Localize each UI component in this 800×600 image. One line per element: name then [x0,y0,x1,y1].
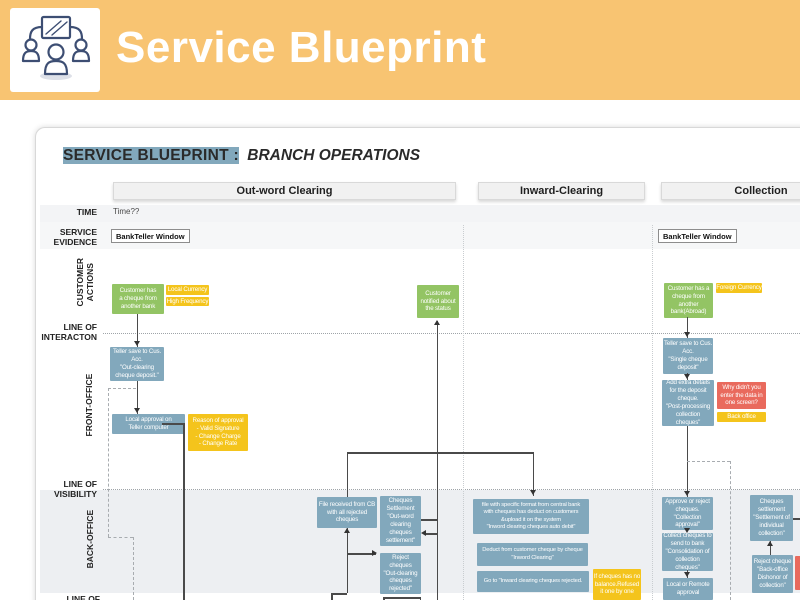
connector [383,597,420,599]
lane-label-service-evidence: SERVICE EVIDENCE [53,227,97,248]
arrowhead [684,572,690,577]
node-cheques-settlement-individual: Cheques settlement "Settlement of indivi… [750,495,793,541]
lane-label-line-of-internal: LINE OF [66,594,100,600]
lane-label-line-of-visibility: LINE OF VISIBILITY [54,479,97,500]
column-inward-clearing: Inward-Clearing [478,182,645,200]
lane-label-front-office: FRONT-OFFICE [83,373,94,437]
arrowhead [684,374,690,379]
column-divider-1 [463,225,464,600]
connector [136,314,138,347]
node-go-to-rejected: Go to "Inward clearing cheques rejected. [477,571,589,592]
connector [425,533,438,535]
node-teller-save-single-cheque: Teller save to Cus. Acc. "Single cheque … [663,338,713,374]
dashed-connector [108,388,136,389]
node-deduct-from-customer: Deduct from customer cheque by cheque "I… [477,543,588,566]
node-customer-cheque-other-bank: Customer has a cheque from another bank [112,284,164,314]
node-high-frequency-tag: High Frequency [166,297,209,306]
connector [346,452,348,497]
evidence-tag-bankteller-1: BankTeller Window [111,229,190,243]
node-customer-notified: Customer notified about the status [417,285,459,318]
blueprint-title-main: SERVICE BLUEPRINT : [63,147,239,164]
app-title: Service Blueprint [116,23,487,72]
connector [383,597,385,600]
arrowhead [372,550,377,556]
line-of-visibility-divider [103,489,800,490]
node-alert-clipped [795,556,800,590]
dashed-connector [108,388,109,537]
line-of-interaction-divider [103,333,800,334]
node-file-specific-format: file with specific format from central b… [473,499,589,534]
connector [686,317,688,338]
connector [346,528,348,593]
evidence-tag-bankteller-2: BankTeller Window [658,229,737,243]
arrowhead [767,541,773,546]
arrowhead [421,530,426,536]
arrowhead [684,491,690,496]
connector [183,423,185,600]
node-collect-cheques-consolidation: Collect cheques to send to bank "Consoli… [662,532,713,571]
blueprint-title: SERVICE BLUEPRINT : BRANCH OPERATIONS [63,147,420,165]
node-local-currency-tag: Local Currency [166,285,209,295]
node-customer-cheque-abroad: Customer has a cheque from another bank(… [664,283,713,318]
connector [793,518,800,520]
dashed-connector [133,537,134,600]
connector [436,321,438,600]
arrowhead [684,528,690,533]
node-local-remote-approval: Local or Remote approval [663,578,713,600]
node-reject-cheques-outclearing: Reject cheques "Out-clearing cheques rej… [380,553,421,594]
arrowhead [134,341,140,346]
logo-tile [10,8,100,92]
lane-label-back-office: BACK-OFFICE [84,509,95,569]
column-collection: Collection [661,182,800,200]
lane-label-line-of-interaction: LINE OF INTERACTON [41,322,97,343]
node-local-approval-teller: Local approval on Teller computer [112,414,185,434]
lane-label-time: TIME [76,207,97,217]
dashed-connector [108,537,133,538]
connector [331,593,347,595]
connector [532,452,534,496]
arrowhead [530,490,536,495]
node-reject-cheque-dishonor: Reject cheque "Back-office Dishonor of c… [752,555,793,593]
connector [347,452,534,454]
connector [331,593,333,600]
arrowhead [684,332,690,337]
connector [769,541,771,555]
column-divider-2 [652,225,653,600]
lane-band-time [40,205,800,222]
node-add-extra-details: Add extra details for the deposit cheque… [662,379,714,426]
node-why-one-screen: Why didn't you enter the data in one scr… [717,382,766,409]
arrowhead [134,408,140,413]
node-back-office-tag: Back office [717,412,766,422]
connector [419,597,421,600]
connector [162,423,184,425]
connector [136,381,138,414]
node-reason-of-approval: Reason of approval - Valid Signature - C… [188,414,248,451]
node-teller-save-outclearing: Teller save to Cus. Acc. "Out-clearing c… [110,347,164,381]
lane-label-customer-actions: CUSTOMER ACTIONS [74,257,95,307]
dashed-connector [687,461,730,462]
node-cheques-settlement-outword: Cheques Settlement "Out-word clearing ch… [380,496,421,546]
arrowhead [344,528,350,533]
node-file-received-cb: File received from CB with all rejected … [317,497,377,528]
connector [347,553,376,555]
time-value: Time?? [113,207,140,216]
node-approve-reject-collection: Approve or reject cheques. "Collection a… [662,497,713,530]
dashed-connector [730,461,731,600]
blueprint-title-sub: BRANCH OPERATIONS [247,147,421,164]
node-no-balance-note: If cheques has no balance.Refused it one… [593,569,641,600]
node-foreign-currency-tag: Foreign Currency [716,283,762,293]
column-outword-clearing: Out-word Clearing [113,182,456,200]
team-presentation-icon [19,14,91,87]
connector [421,519,438,521]
app-header: Service Blueprint [0,0,800,100]
arrowhead [434,320,440,325]
